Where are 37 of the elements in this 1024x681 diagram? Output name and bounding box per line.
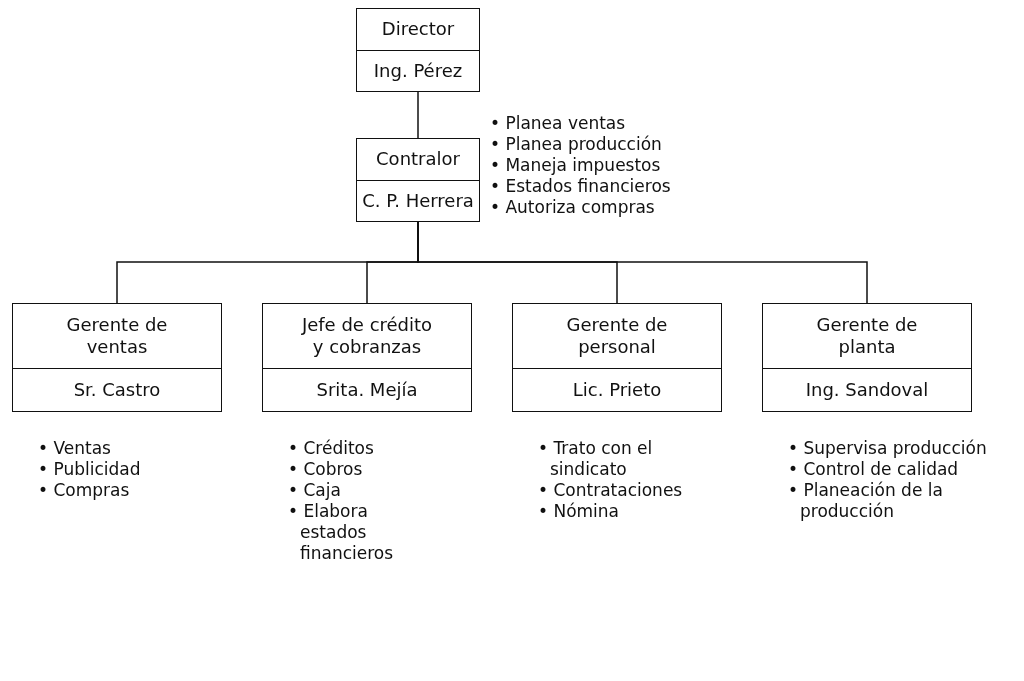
- org-chart-box: [12, 303, 222, 412]
- duty-item: • Cobros: [288, 459, 364, 480]
- duty-item: • Contrataciones: [538, 480, 684, 501]
- connector-line: [417, 91, 419, 139]
- person-name: Lic. Prieto: [513, 367, 721, 411]
- duty-item: • Autoriza compras: [490, 197, 656, 218]
- duty-item: • Planea producción: [490, 134, 663, 155]
- job-title: Contralor: [375, 147, 461, 172]
- duty-item: • Supervisa producción: [788, 438, 988, 459]
- duty-item: • Trato con el sindicato: [538, 438, 654, 480]
- duty-item: • Créditos: [288, 438, 375, 459]
- duty-item: • Estados financieros: [490, 176, 672, 197]
- person-name: Ing. Sandoval: [763, 367, 971, 411]
- duty-item: • Elabora estados financieros: [288, 501, 395, 564]
- duty-item: • Maneja impuestos: [490, 155, 662, 176]
- person-name: Srita. Mejía: [263, 367, 471, 411]
- org-chart-box: [762, 303, 972, 412]
- person-name: Ing. Pérez: [357, 49, 479, 91]
- org-chart-box: [512, 303, 722, 412]
- job-title: Jefe de crédito y cobranzas: [300, 313, 434, 359]
- duty-item: • Compras: [38, 480, 131, 501]
- duty-item: • Ventas: [38, 438, 112, 459]
- duty-item: • Control de calidad: [788, 459, 960, 480]
- org-chart-box: [356, 8, 480, 92]
- person-name: Sr. Castro: [13, 367, 221, 411]
- job-title: Gerente de planta: [815, 313, 919, 359]
- org-chart-box: [262, 303, 472, 412]
- job-title: Gerente de personal: [565, 313, 669, 359]
- duty-item: • Nómina: [538, 501, 621, 522]
- org-chart-box: [356, 138, 480, 222]
- duty-item: • Caja: [288, 480, 342, 501]
- job-title: Director: [380, 17, 456, 42]
- duty-item: • Planeación de la producción: [788, 480, 944, 522]
- person-name: C. P. Herrera: [357, 179, 479, 221]
- job-title: Gerente de ventas: [65, 313, 169, 359]
- duty-item: • Planea ventas: [490, 113, 627, 134]
- duty-item: • Publicidad: [38, 459, 142, 480]
